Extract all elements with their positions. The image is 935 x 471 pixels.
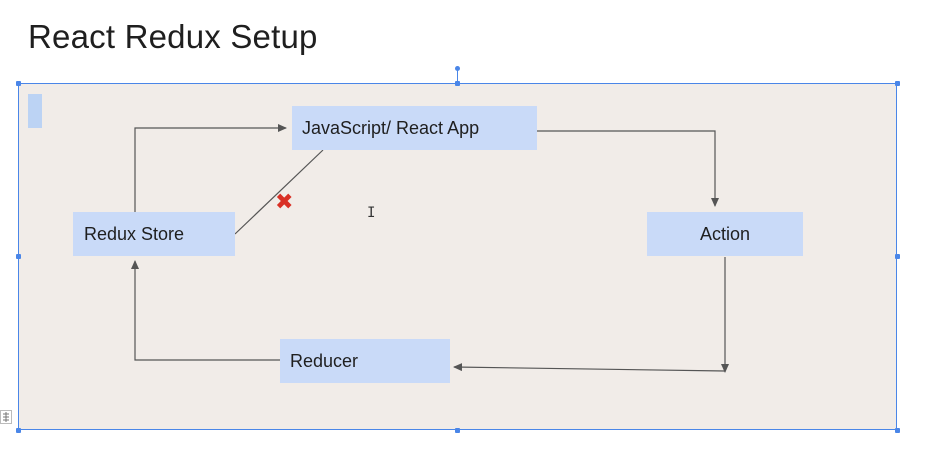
blocked-x-icon: ✖ [275,189,294,214]
resize-handle-top-right[interactable] [895,81,900,86]
edge-action-to-reducer-return [453,363,726,372]
text-cursor-icon: I [367,205,376,221]
resize-handle-right[interactable] [895,254,900,259]
slide-title[interactable]: React Redux Setup [28,18,318,55]
edge-store-to-app [134,124,287,212]
node-javascript-react-app[interactable]: JavaScript/ React App [292,106,537,150]
paragraph-format-icon[interactable] [0,410,12,427]
edge-store-app-blocked [234,149,324,235]
resize-handle-bottom-right[interactable] [895,428,900,433]
resize-handle-bottom-left[interactable] [16,428,21,433]
node-redux-store[interactable]: Redux Store [73,212,235,256]
resize-handle-top[interactable] [455,81,460,86]
rotate-handle-stem [457,69,458,83]
node-action[interactable]: Action [647,212,803,256]
resize-handle-top-left[interactable] [16,81,21,86]
edge-reducer-to-store [131,260,281,361]
resize-handle-left[interactable] [16,254,21,259]
text-box-placeholder[interactable] [28,94,42,128]
rotate-handle[interactable] [455,66,460,71]
edge-app-to-action [537,130,719,207]
node-reducer[interactable]: Reducer [280,339,450,383]
resize-handle-bottom[interactable] [455,428,460,433]
